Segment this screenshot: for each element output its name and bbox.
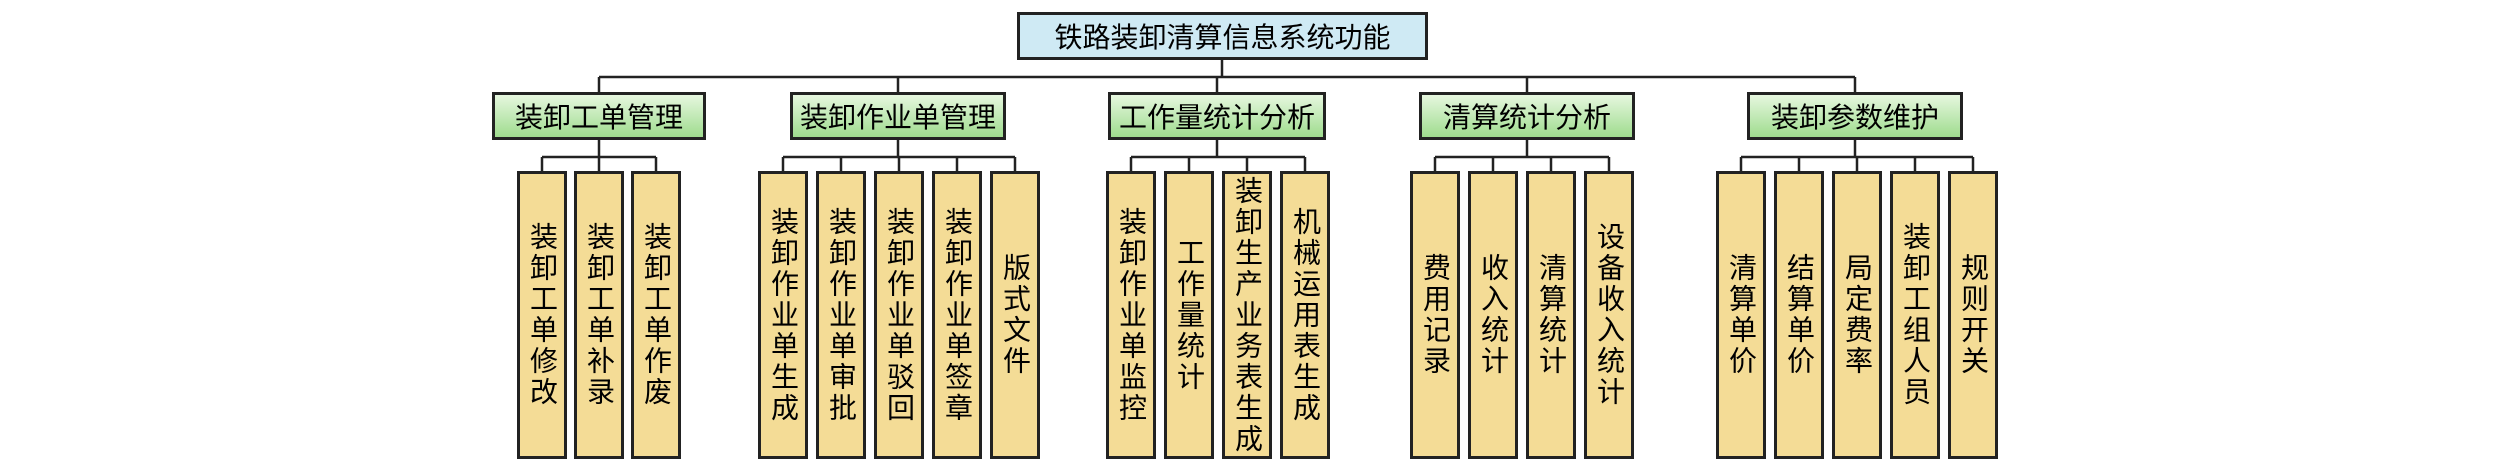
leaf-label: 机械运用表生成	[1289, 206, 1322, 424]
leaf-label: 设备收入统计	[1593, 222, 1626, 408]
leaf-node: 设备收入统计	[1584, 171, 1634, 459]
leaf-node: 装卸作业单监控	[1106, 171, 1156, 459]
leaf-node: 装卸工组人员	[1890, 171, 1940, 459]
category-node-workload-statistics: 工作量统计分析	[1108, 92, 1326, 140]
leaf-label: 局定费率	[1841, 253, 1874, 377]
leaf-label: 装卸工单补录	[583, 222, 616, 408]
root-node: 铁路装卸清算信息系统功能	[1017, 12, 1428, 60]
leaf-node: 装卸工单补录	[574, 171, 624, 459]
leaf-label: 装卸生产业务表生成	[1231, 175, 1264, 455]
leaf-label: 装卸作业单审批	[825, 206, 858, 424]
leaf-label: 清算统计	[1535, 253, 1568, 377]
leaf-node: 机械运用表生成	[1280, 171, 1330, 459]
leaf-node: 清算单价	[1716, 171, 1766, 459]
leaf-node: 工作量统计	[1164, 171, 1214, 459]
category-label: 装卸工单管理	[514, 101, 683, 134]
root-node-label: 铁路装卸清算信息系统功能	[1054, 21, 1391, 54]
leaf-node: 装卸作业单签章	[932, 171, 982, 459]
leaf-label: 装卸作业单生成	[767, 206, 800, 424]
leaf-label: 装卸作业单驳回	[883, 206, 916, 424]
leaf-node: 装卸工单作废	[631, 171, 681, 459]
category-label: 工作量统计分析	[1118, 101, 1315, 134]
category-label: 装卸参数维护	[1770, 101, 1939, 134]
leaf-label: 规则开关	[1957, 253, 1990, 377]
leaf-label: 装卸作业单监控	[1115, 206, 1148, 424]
leaf-node: 版式文件	[990, 171, 1040, 459]
leaf-label: 费用记录	[1419, 253, 1452, 377]
category-node-operation-sheet-management: 装卸作业单管理	[790, 92, 1006, 140]
leaf-node: 装卸生产业务表生成	[1222, 171, 1272, 459]
leaf-node: 规则开关	[1948, 171, 1998, 459]
category-label: 装卸作业单管理	[799, 101, 996, 134]
leaf-label: 版式文件	[999, 253, 1032, 377]
leaf-node: 装卸作业单生成	[758, 171, 808, 459]
leaf-label: 装卸作业单签章	[941, 206, 974, 424]
leaf-label: 收入统计	[1477, 253, 1510, 377]
leaf-label: 工作量统计	[1173, 237, 1206, 393]
leaf-node: 装卸工单修改	[517, 171, 567, 459]
leaf-node: 装卸作业单驳回	[874, 171, 924, 459]
leaf-label: 装卸工单修改	[526, 222, 559, 408]
category-node-parameter-maintenance: 装卸参数维护	[1747, 92, 1963, 140]
leaf-node: 结算单价	[1774, 171, 1824, 459]
leaf-label: 结算单价	[1783, 253, 1816, 377]
leaf-node: 装卸作业单审批	[816, 171, 866, 459]
leaf-label: 清算单价	[1725, 253, 1758, 377]
category-node-settlement-statistics: 清算统计分析	[1419, 92, 1635, 140]
category-node-work-order-management: 装卸工单管理	[492, 92, 706, 140]
leaf-node: 清算统计	[1526, 171, 1576, 459]
leaf-node: 局定费率	[1832, 171, 1882, 459]
leaf-node: 收入统计	[1468, 171, 1518, 459]
category-label: 清算统计分析	[1442, 101, 1611, 134]
leaf-node: 费用记录	[1410, 171, 1460, 459]
leaf-label: 装卸工组人员	[1899, 222, 1932, 408]
leaf-label: 装卸工单作废	[640, 222, 673, 408]
